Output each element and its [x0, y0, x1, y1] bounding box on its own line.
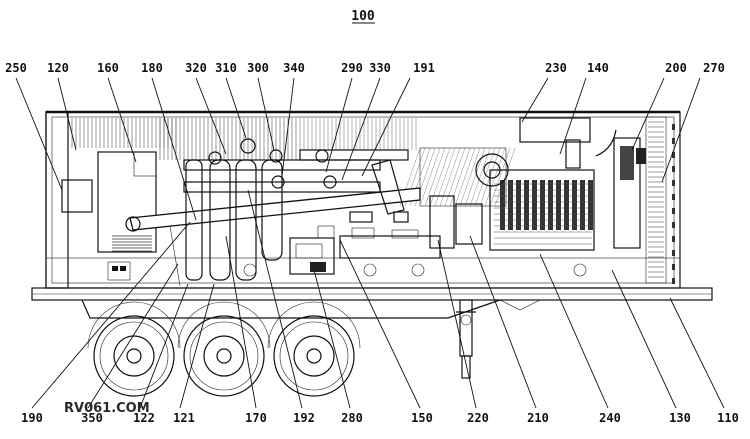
top-callouts: 250 120 160 180 320 310 300 340 290 330 … — [5, 61, 725, 75]
callout-220: 220 — [467, 411, 489, 425]
callout-340: 340 — [283, 61, 305, 75]
callout-121: 121 — [173, 411, 195, 425]
leader-lines — [15, 77, 725, 409]
callout-170: 170 — [245, 411, 267, 425]
callout-150: 150 — [411, 411, 433, 425]
watermark-text: RV061.COM — [64, 401, 150, 416]
callout-320: 320 — [185, 61, 207, 75]
callout-110: 110 — [717, 411, 739, 425]
callout-180: 180 — [141, 61, 163, 75]
control-cabinet — [97, 151, 157, 281]
engine-block — [429, 117, 646, 251]
callout-191: 191 — [413, 61, 435, 75]
callout-280: 280 — [341, 411, 363, 425]
callout-330: 330 — [369, 61, 391, 75]
callout-240: 240 — [599, 411, 621, 425]
callout-130: 130 — [669, 411, 691, 425]
figure-number: 100 — [351, 9, 375, 24]
left-louvre-panel — [71, 118, 417, 160]
callout-192: 192 — [293, 411, 315, 425]
callout-120: 120 — [47, 61, 69, 75]
callout-230: 230 — [545, 61, 567, 75]
callout-350: 350 — [81, 411, 103, 425]
callout-310: 310 — [215, 61, 237, 75]
callout-200: 200 — [665, 61, 687, 75]
chassis-frame — [31, 257, 713, 319]
callout-140: 140 — [587, 61, 609, 75]
junction-box — [61, 179, 93, 213]
callout-122: 122 — [133, 411, 155, 425]
wheel-1 — [87, 301, 181, 397]
callout-290: 290 — [341, 61, 363, 75]
callout-160: 160 — [97, 61, 119, 75]
landing-leg — [456, 299, 476, 379]
right-louvre-panel — [648, 121, 675, 284]
callout-210: 210 — [527, 411, 549, 425]
wheel-2 — [177, 301, 271, 397]
wheel-3 — [267, 301, 361, 397]
wheels — [87, 301, 361, 397]
callout-270: 270 — [703, 61, 725, 75]
callout-250: 250 — [5, 61, 27, 75]
bottom-callouts: 190 350 122 121 170 192 280 150 220 210 … — [21, 411, 739, 425]
callout-190: 190 — [21, 411, 43, 425]
header-pipes — [183, 138, 409, 223]
callout-300: 300 — [247, 61, 269, 75]
